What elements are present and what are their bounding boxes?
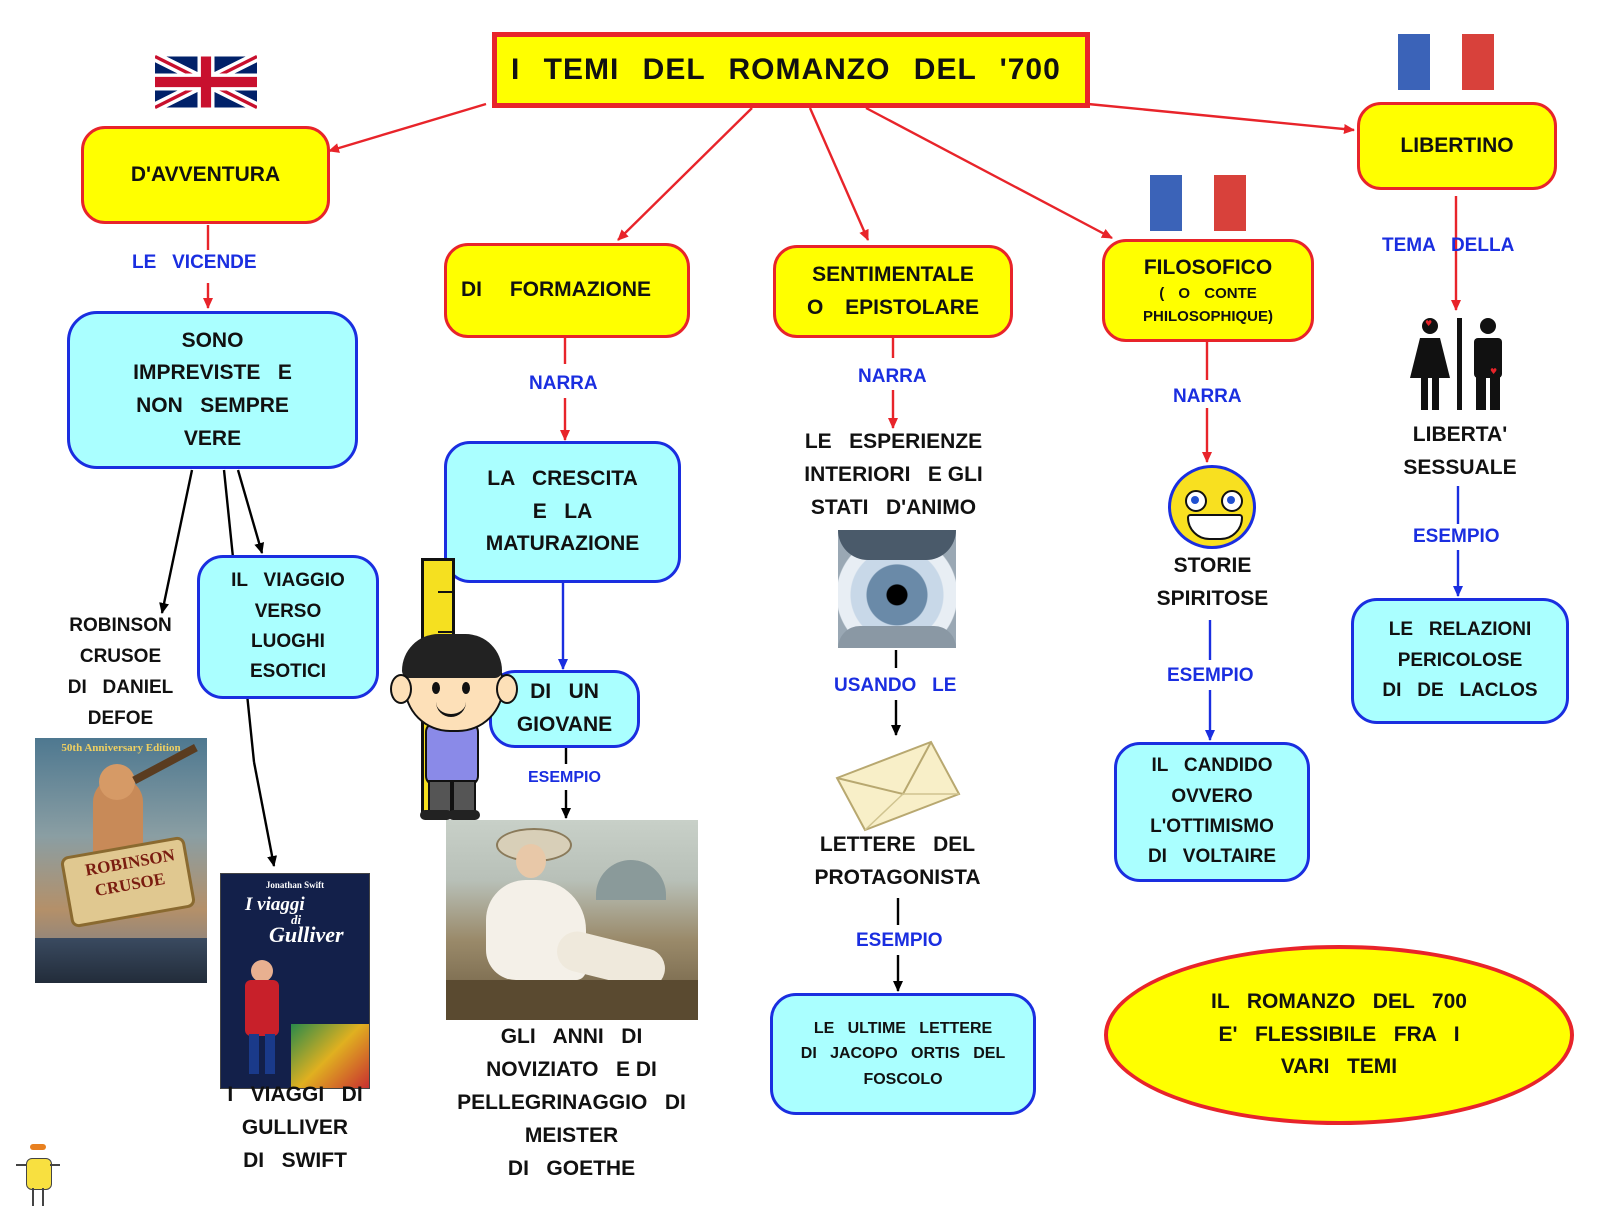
- title-text: I TEMI DEL ROMANZO DEL '700: [511, 53, 1061, 86]
- label-narra: NARRA: [858, 366, 927, 387]
- text-lettere: LETTERE DEL PROTAGONISTA: [814, 833, 981, 889]
- edge-title-filosofico: [865, 106, 1113, 240]
- man-woman-icon: ♥ ♥: [1410, 316, 1510, 412]
- text-storie: STORIE SPIRITOSE: [1156, 554, 1269, 610]
- node-formazione: DI FORMAZIONE: [444, 243, 690, 338]
- text-robinson: ROBINSON CRUSOE DI DANIEL DEFOE: [67, 615, 174, 729]
- text-esperienze: LE ESPERIENZE INTERIORI E GLI STATI D'AN…: [804, 430, 983, 519]
- title-box: I TEMI DEL ROMANZO DEL '700: [492, 32, 1090, 108]
- node-libertino: LIBERTINO: [1357, 102, 1557, 190]
- label-esempio: ESEMPIO: [528, 769, 601, 786]
- label-tema-della: TEMA DELLA: [1382, 235, 1515, 256]
- label-esempio: ESEMPIO: [1167, 665, 1254, 686]
- box-viaggio: IL VIAGGIO VERSO LUOGHI ESOTICI: [197, 555, 379, 699]
- box-crescita: LA CRESCITA E LA MATURAZIONE: [444, 441, 681, 583]
- uk-flag-icon: [155, 52, 257, 112]
- edge-title-formazione: [617, 107, 753, 241]
- boy-icon: [388, 630, 518, 820]
- label-narra: NARRA: [529, 373, 598, 394]
- box-relazioni: LE RELAZIONI PERICOLOSE DI DE LACLOS: [1351, 598, 1569, 724]
- smiley-icon: [1168, 465, 1256, 549]
- text-liberta: LIBERTA' SESSUALE: [1403, 423, 1517, 479]
- edge-title-sentimentale: [808, 107, 870, 241]
- robinson-crusoe-cover: 50th Anniversary Edition ROBINSON CRUSOE: [35, 738, 207, 983]
- box-ortis: LE ULTIME LETTERE DI JACOPO ORTIS DEL FO…: [770, 993, 1036, 1115]
- edge-title-avventura: [328, 102, 487, 153]
- french-flag-icon: [1398, 34, 1494, 90]
- edge-title-libertino: [1087, 102, 1355, 135]
- node-avventura: D'AVVENTURA: [81, 126, 330, 224]
- mascot-icon: [16, 1144, 60, 1208]
- goethe-painting: [446, 820, 698, 1020]
- envelope-icon: [833, 736, 963, 836]
- conclusion-ellipse: IL ROMANZO DEL 700 E' FLESSIBILE FRA I V…: [1104, 945, 1574, 1125]
- node-filosofico: FILOSOFICO ( O CONTE PHILOSOPHIQUE): [1102, 239, 1314, 342]
- box-candido: IL CANDIDO OVVERO L'OTTIMISMO DI VOLTAIR…: [1114, 742, 1310, 882]
- gulliver-cover: Jonathan Swift I viaggi di Gulliver: [220, 873, 370, 1089]
- label-le-vicende: LE VICENDE: [132, 252, 257, 273]
- text-gulliver: I VIAGGI DI GULLIVER DI SWIFT: [227, 1083, 363, 1172]
- french-flag-icon: [1150, 175, 1246, 231]
- box-giovane: DI UN GIOVANE: [489, 670, 640, 748]
- label-narra: NARRA: [1173, 386, 1242, 407]
- label-esempio: ESEMPIO: [1413, 526, 1500, 547]
- box-imprevisti: SONO IMPREVISTE E NON SEMPRE VERE: [67, 311, 358, 469]
- text-meister: GLI ANNI DI NOVIZIATO E DI PELLEGRINAGGI…: [457, 1025, 686, 1180]
- eye-heart-image: ♥: [838, 530, 956, 648]
- svg-text:♥: ♥: [1425, 319, 1432, 328]
- svg-text:♥: ♥: [1490, 367, 1497, 376]
- label-usando-le: USANDO LE: [834, 675, 957, 696]
- label-esempio: ESEMPIO: [856, 930, 943, 951]
- node-sentimentale: SENTIMENTALE O EPISTOLARE: [773, 245, 1013, 338]
